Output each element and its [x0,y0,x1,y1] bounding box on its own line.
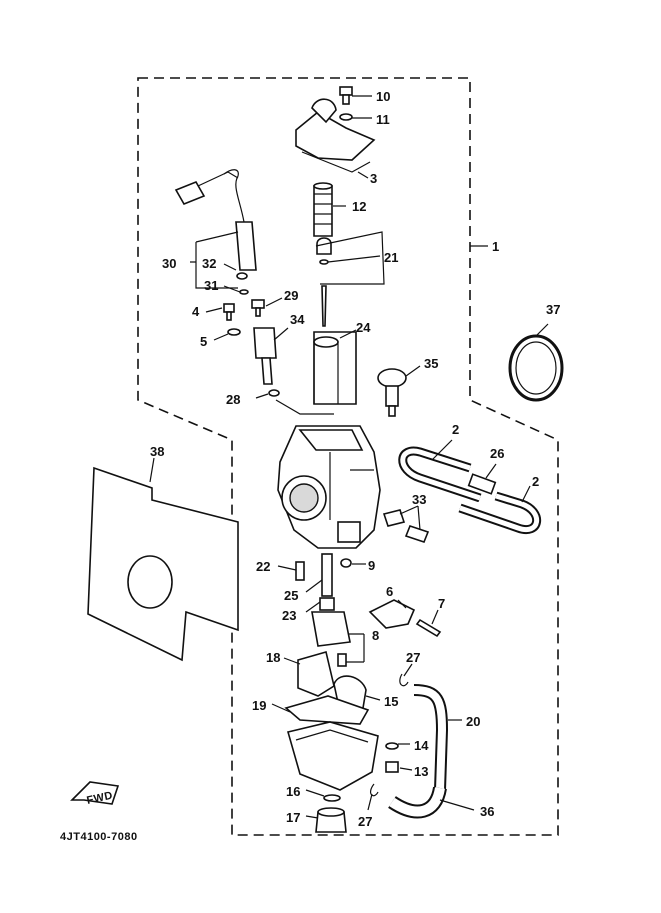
bolt-10[interactable] [339,86,353,105]
pump-housing-18[interactable] [297,651,335,697]
assembly-boundary [137,77,559,836]
leader-lines [149,95,549,819]
callout-18: 18 [266,650,280,665]
callout-35: 35 [424,356,438,371]
float-gasket-19[interactable] [284,695,370,725]
callout-8: 8 [372,628,379,643]
plate-38[interactable] [87,466,239,662]
float-8[interactable] [311,611,351,667]
screw-4[interactable] [223,303,235,321]
adjust-screw-35[interactable] [377,368,407,417]
callout-2a: 2 [452,422,459,437]
callout-25: 25 [284,588,298,603]
callout-19: 19 [252,698,266,713]
callout-14: 14 [414,738,429,753]
callout-20: 20 [466,714,480,729]
callout-31: 31 [204,278,218,293]
callout-36: 36 [480,804,494,819]
callout-13: 13 [414,764,428,779]
screw-13[interactable] [385,761,399,773]
carburetor-body[interactable] [277,425,381,549]
float-pin-7[interactable] [415,618,442,638]
hose-clip-27a[interactable] [399,673,409,687]
callout-2b: 2 [532,474,539,489]
callout-30: 30 [162,256,176,271]
callout-6: 6 [386,584,393,599]
callout-27b: 27 [358,814,372,829]
float-arm-6[interactable] [368,599,416,629]
callout-22: 22 [256,559,270,574]
callout-15: 15 [384,694,398,709]
callout-33: 33 [412,492,426,507]
callout-21: 21 [384,250,398,265]
throttle-valve-24[interactable] [313,331,357,405]
drain-plug-17[interactable] [315,807,347,833]
needle-jet-25[interactable] [321,553,333,597]
callout-labels: 10 11 3 12 1 21 30 32 31 29 4 34 5 24 37… [150,89,560,829]
washer-14[interactable] [385,742,399,750]
callout-29: 29 [284,288,298,303]
callout-27a: 27 [406,650,420,665]
pilot-jet-22[interactable] [295,561,305,581]
throttle-spring-12[interactable] [313,182,333,237]
callout-34: 34 [290,312,305,327]
float-chamber[interactable] [287,721,379,791]
callout-24: 24 [356,320,371,335]
callout-17: 17 [286,810,300,825]
callout-7: 7 [438,596,445,611]
main-jet-23[interactable] [319,597,335,611]
callout-10: 10 [376,89,390,104]
callout-1: 1 [492,239,499,254]
callout-9: 9 [368,558,375,573]
joint-band-37[interactable] [508,334,564,402]
callout-23: 23 [282,608,296,623]
o-ring-28[interactable] [268,389,280,397]
callout-5: 5 [200,334,207,349]
fwd-badge-label: FWD [86,790,114,807]
o-ring-31[interactable] [239,289,249,295]
diagram-code: 4JT4100-7080 [60,831,138,843]
callout-32: 32 [202,256,216,271]
washer-9[interactable] [340,558,352,568]
screw-29[interactable] [251,299,265,317]
fwd-arrow-icon: FWD [70,781,120,807]
o-ring-16[interactable] [323,794,341,802]
throttle-sensor-30[interactable] [174,169,257,271]
callout-38: 38 [150,444,164,459]
callout-3: 3 [370,171,377,186]
washer-11[interactable] [339,113,353,121]
callout-11: 11 [376,112,390,127]
jet-needle-21[interactable] [316,237,332,327]
callout-37: 37 [546,302,560,317]
o-ring-32[interactable] [236,272,248,280]
pilot-screw-33[interactable] [382,509,430,543]
callout-26: 26 [490,446,504,461]
callout-12: 12 [352,199,366,214]
callout-4: 4 [192,304,200,319]
carb-cover-3[interactable] [295,98,376,173]
callout-16: 16 [286,784,300,799]
callout-28: 28 [226,392,240,407]
starter-plunger-34[interactable] [253,327,277,385]
hose-clip-26[interactable] [467,473,497,495]
washer-5[interactable] [227,328,241,336]
